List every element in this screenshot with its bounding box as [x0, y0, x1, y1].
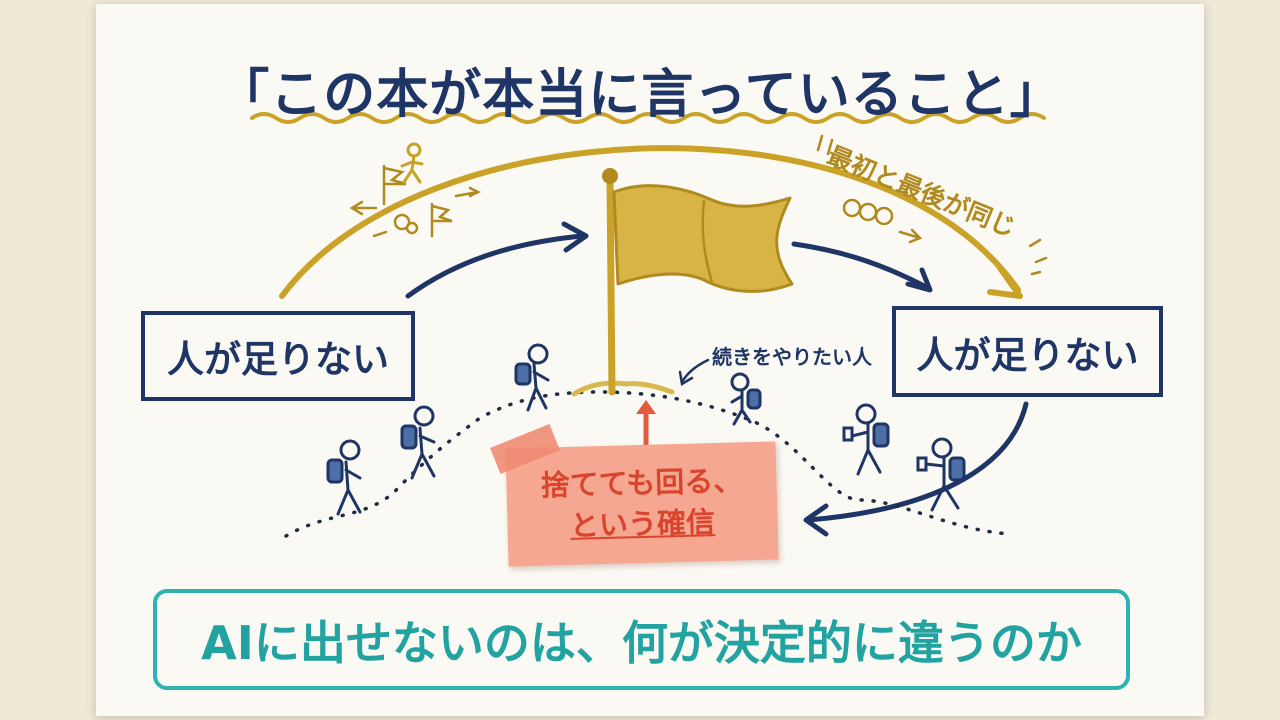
- flag-fold: [701, 199, 714, 283]
- coral-up-arrow-head: [636, 400, 656, 414]
- right-box: 人が足りない: [892, 306, 1163, 397]
- arrow-flag-to-right-head: [905, 267, 933, 293]
- note-line-1: 捨てても回る、: [540, 463, 743, 503]
- sticky-note: 捨てても回る、 という確信: [505, 441, 779, 567]
- title-wavy-underline: [250, 112, 1046, 124]
- arrow-right-to-note-head: [803, 503, 829, 537]
- arrow-flag-to-right: [791, 241, 931, 291]
- bottom-question-box: AIに出せないのは、何が決定的に違うのか: [153, 589, 1130, 690]
- left-doodles: [349, 164, 481, 238]
- note-line-2: という確信: [569, 505, 716, 543]
- hiker-icon: [916, 437, 966, 512]
- hiker-icon: [326, 439, 362, 516]
- gold-arc: [279, 145, 1021, 299]
- hiker-icon: [514, 343, 550, 412]
- label-pointer-arrow: [680, 358, 710, 384]
- right-box-label: 人が足りない: [916, 333, 1139, 377]
- flag-pole-knob: [602, 168, 618, 184]
- left-box: 人が足りない: [141, 311, 415, 401]
- walker-icon: [400, 142, 424, 184]
- right-doodles: [816, 134, 1048, 276]
- flag-pole: [606, 176, 616, 396]
- arrow-left-to-flag: [405, 233, 585, 299]
- dotted-trail: [284, 390, 1012, 538]
- side-label: 続きをやりたい人: [712, 345, 872, 369]
- flag-mound: [571, 380, 675, 397]
- page-title: 「この本が本当に言っていること」: [217, 65, 1063, 125]
- hiker-icon: [400, 405, 436, 480]
- hiker-icon: [730, 372, 762, 426]
- arrow-left-to-flag-head: [561, 221, 589, 253]
- left-box-label: 人が足りない: [167, 338, 389, 381]
- gold-arc-arrowhead: [987, 265, 1023, 299]
- arrow-right-to-note: [805, 401, 1029, 523]
- bottom-question-text: AIに出せないのは、何が決定的に違うのか: [201, 615, 1082, 670]
- hiker-icon: [842, 403, 890, 476]
